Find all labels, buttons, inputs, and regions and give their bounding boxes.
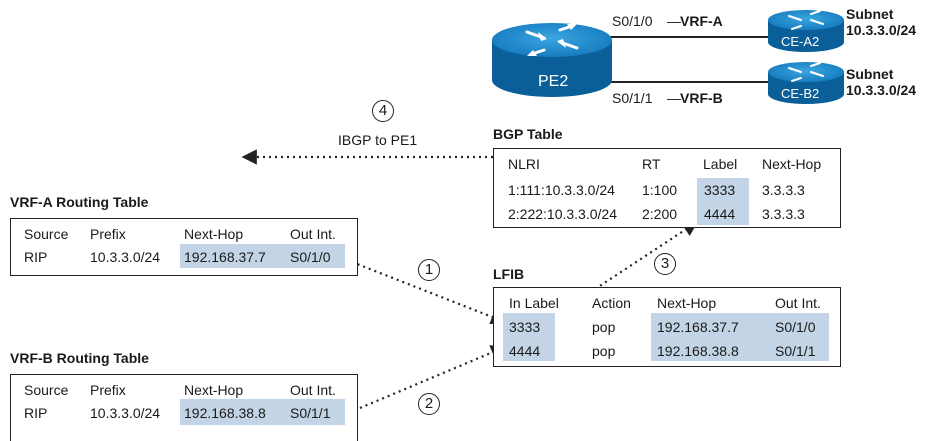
vrf-a-header-source: Source	[24, 226, 69, 242]
lfib-next-hop-highlight	[651, 313, 829, 361]
vrf-b-header-out-int: Out Int.	[290, 382, 336, 398]
vrf-a-row-next-hop: 192.168.37.7	[184, 249, 266, 265]
bgp-row-1-next-hop: 3.3.3.3	[762, 182, 805, 198]
vrf-a-row-prefix: 10.3.3.0/24	[90, 249, 161, 265]
ce-b2-label: CE-B2	[781, 86, 820, 101]
vrf-a-row-out-int: S0/1/0	[290, 249, 331, 265]
lfib-header-in-label: In Label	[509, 295, 559, 311]
vrf-b-row-next-hop: 192.168.38.8	[184, 405, 266, 421]
vrf-b-row-source: RIP	[24, 405, 48, 421]
bgp-header-rt: RT	[642, 156, 661, 172]
ce-a2-router-icon	[768, 10, 844, 52]
ce-b2-subnet-title: Subnet	[846, 66, 894, 82]
ce-a2-subnet-title: Subnet	[846, 6, 894, 22]
step-4-number: 4	[378, 102, 388, 119]
step-2-number: 2	[424, 395, 434, 412]
lfib-row-1-action: pop	[592, 319, 616, 335]
pe2-router-icon	[492, 23, 612, 97]
vrf-a-table-title: VRF-A Routing Table	[10, 194, 149, 210]
vrf-b-next-hop-highlight	[180, 399, 345, 425]
bgp-row-1-nlri: 1:111:10.3.3.0/24	[508, 182, 615, 198]
vrf-b-header-next-hop: Next-Hop	[184, 382, 244, 398]
step-1-circle: 1	[418, 259, 440, 281]
ce-a2-label: CE-A2	[781, 34, 820, 49]
ce-a2-vrf: VRF-A	[680, 13, 723, 29]
bgp-row-2-label: 4444	[704, 206, 736, 222]
vrf-a-next-hop-highlight	[180, 244, 345, 268]
step-3-circle: 3	[654, 253, 676, 275]
lfib-title: LFIB	[493, 266, 525, 282]
bgp-label-highlight	[697, 178, 749, 225]
step-1-number: 1	[424, 261, 434, 278]
lfib-row-2-next-hop: 192.168.38.8	[657, 343, 739, 359]
pe2-label: PE2	[538, 73, 569, 90]
lfib-in-label-highlight	[503, 313, 555, 361]
vrf-b-row-prefix: 10.3.3.0/24	[90, 405, 161, 421]
bgp-header-label: Label	[703, 156, 738, 172]
bgp-row-2-rt: 2:200	[642, 206, 678, 222]
bgp-row-1-label: 3333	[704, 182, 736, 198]
lfib-row-2-out-int: S0/1/1	[775, 343, 816, 359]
ce-b2-dash: —	[667, 90, 681, 106]
lfib-header-action: Action	[592, 295, 631, 311]
vrf-b-header-source: Source	[24, 382, 69, 398]
vrf-a-header-out-int: Out Int.	[290, 226, 336, 242]
ce-b2-vrf: VRF-B	[680, 90, 723, 106]
lfib-row-2-action: pop	[592, 343, 616, 359]
ce-a2-interface: S0/1/0	[612, 13, 653, 29]
vrf-a-header-next-hop: Next-Hop	[184, 226, 244, 242]
ce-a2-subnet: 10.3.3.0/24	[846, 22, 917, 38]
bgp-header-nlri: NLRI	[508, 156, 540, 172]
bgp-row-2-next-hop: 3.3.3.3	[762, 206, 805, 222]
lfib-row-1-in-label: 3333	[509, 319, 541, 335]
vrf-b-to-lfib-arrow	[359, 345, 507, 410]
lfib-row-2-in-label: 4444	[509, 343, 541, 359]
ibgp-label: IBGP to PE1	[338, 132, 418, 148]
vrf-a-row-source: RIP	[24, 249, 48, 265]
bgp-row-1-rt: 1:100	[642, 182, 678, 198]
bgp-row-2-nlri: 2:222:10.3.3.0/24	[508, 206, 617, 222]
lfib-header-out-int: Out Int.	[775, 295, 821, 311]
ce-b2-interface: S0/1/1	[612, 90, 653, 106]
lfib-row-1-out-int: S0/1/0	[775, 319, 816, 335]
step-2-circle: 2	[418, 393, 440, 415]
step-3-number: 3	[660, 255, 670, 272]
vrf-b-row-out-int: S0/1/1	[290, 405, 331, 421]
vrf-a-header-prefix: Prefix	[90, 226, 126, 242]
lfib-row-1-next-hop: 192.168.37.7	[657, 319, 739, 335]
bgp-table-title: BGP Table	[493, 126, 563, 142]
vrf-b-header-prefix: Prefix	[90, 382, 126, 398]
step-4-circle: 4	[372, 100, 394, 122]
bgp-header-next-hop: Next-Hop	[762, 156, 822, 172]
ce-a2-dash: —	[667, 13, 681, 29]
lfib-header-next-hop: Next-Hop	[657, 295, 717, 311]
ce-b2-subnet: 10.3.3.0/24	[846, 82, 917, 98]
vrf-b-table-title: VRF-B Routing Table	[10, 350, 149, 366]
bgp-table	[493, 148, 841, 228]
ce-b2-router-icon	[768, 62, 844, 104]
